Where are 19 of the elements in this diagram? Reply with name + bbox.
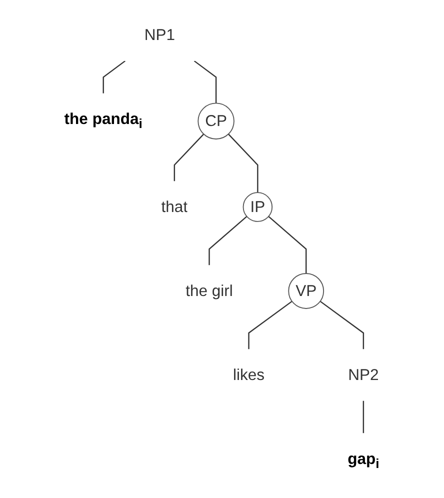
node-circle	[243, 192, 273, 222]
node-text: likes	[233, 366, 265, 384]
connector	[228, 134, 258, 193]
node-text: NP2	[348, 366, 379, 384]
connector	[174, 134, 204, 182]
node-circle	[288, 273, 324, 309]
node-text: that	[161, 198, 188, 216]
node-circle	[198, 102, 235, 140]
connector	[194, 60, 217, 104]
connector	[363, 400, 364, 434]
connector	[208, 216, 248, 266]
node-text: the panda$_{i}$	[64, 110, 143, 132]
node-text: gap$_{i}$	[348, 450, 380, 472]
connector	[248, 300, 293, 350]
node-text: the girl	[186, 282, 234, 300]
node-text: NP1	[144, 26, 176, 44]
connector	[102, 60, 126, 94]
connector	[320, 300, 364, 350]
connector	[268, 216, 307, 274]
